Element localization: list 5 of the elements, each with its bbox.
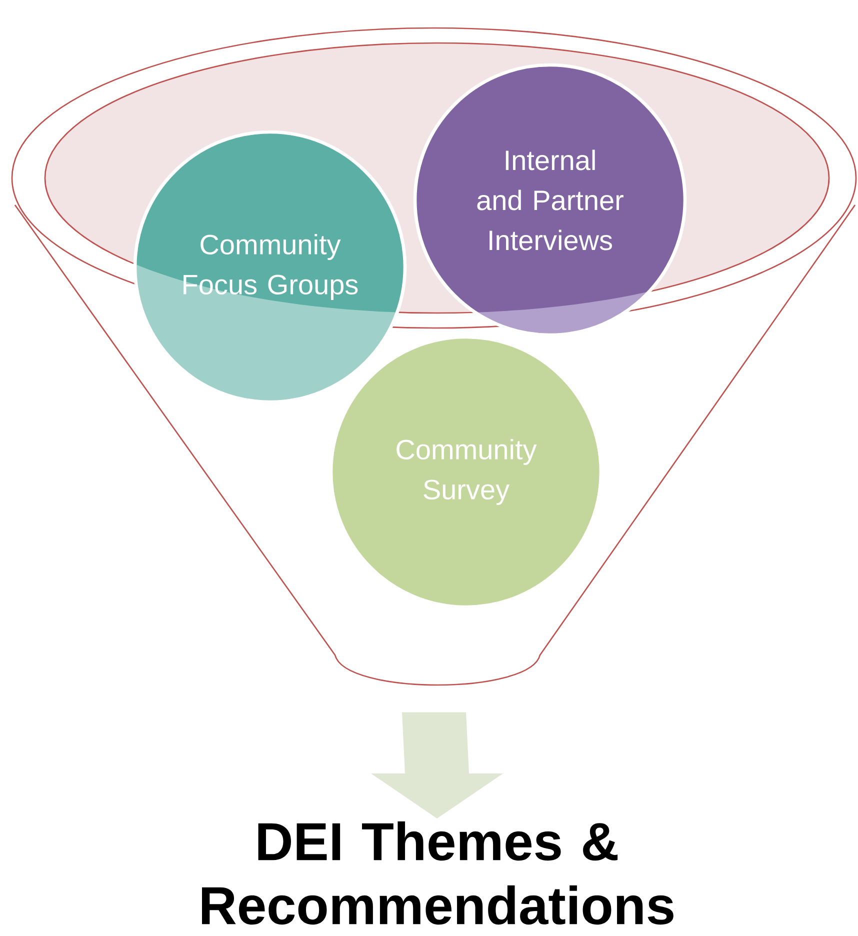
circle-node: Community Survey — [329, 335, 603, 609]
circle-node: Internal and Partner Interviews — [413, 63, 687, 337]
block-arrow — [371, 712, 503, 818]
result-text: DEI Themes & Recommendations — [202, 821, 674, 925]
circle-node: Community Focus Groups — [133, 130, 407, 404]
